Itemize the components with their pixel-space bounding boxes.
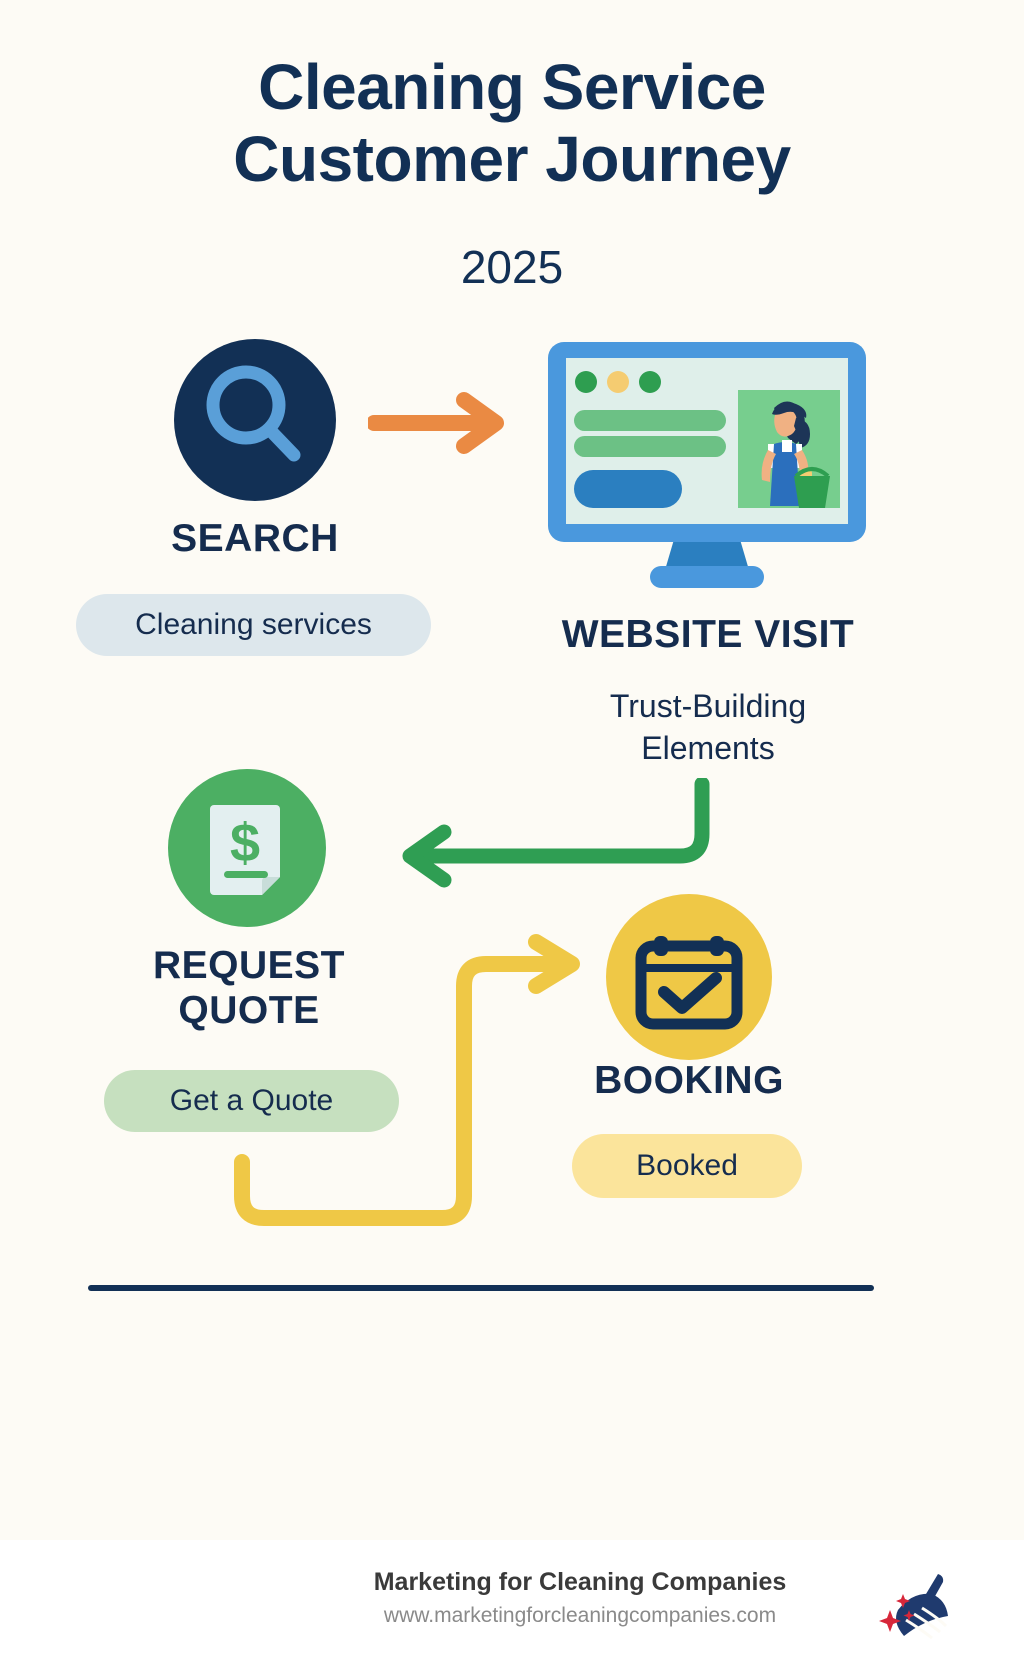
page-title: Cleaning Service Customer Journey — [0, 51, 1024, 195]
year-subtitle: 2025 — [460, 241, 564, 293]
arrow-search-to-website-icon — [368, 392, 504, 454]
brand-name: Marketing for Cleaning Companies — [373, 1568, 787, 1596]
website-visit-subtext: Trust-Building Elements — [520, 686, 896, 769]
footer-content: Marketing for Cleaning Companies www.mar… — [0, 1540, 1024, 1666]
quote-document-icon: $ — [210, 805, 280, 895]
footer-bar: Marketing for Cleaning Companies www.mar… — [0, 1540, 1024, 1666]
monitor-icon — [548, 342, 866, 588]
poster-background — [0, 0, 1024, 1540]
website-visit-subtext-line-2: Elements — [641, 729, 775, 766]
search-keyword-pill: Cleaning services — [76, 594, 431, 656]
get-a-quote-pill: Get a Quote — [104, 1070, 399, 1132]
quote-label-line-1: REQUEST — [152, 944, 346, 987]
magnifier-icon — [206, 365, 301, 462]
arrow-website-to-quote-icon — [402, 778, 710, 888]
broom-sparkle-logo — [879, 1574, 948, 1640]
svg-text:$: $ — [230, 813, 260, 873]
website-visit-subtext-line-1: Trust-Building — [609, 688, 807, 724]
brand-url[interactable]: www.marketingforcleaningcompanies.com — [383, 1604, 777, 1627]
step-label-booking: BOOKING — [594, 1059, 784, 1102]
search-icon-circle — [174, 339, 336, 501]
booked-pill: Booked — [572, 1134, 802, 1198]
step-label-website-visit: WEBSITE VISIT — [561, 613, 855, 656]
search-keyword-text: Cleaning services — [135, 608, 372, 641]
arrow-quote-to-booking-icon — [234, 934, 580, 1226]
booking-icon-circle — [606, 894, 772, 1060]
booked-text: Booked — [636, 1149, 738, 1182]
step-label-search: SEARCH — [171, 517, 339, 560]
title-line-1: Cleaning Service — [258, 51, 766, 123]
quote-label-line-2: QUOTE — [178, 988, 320, 1032]
get-a-quote-text: Get a Quote — [169, 1084, 334, 1117]
step-label-request-quote: REQUEST QUOTE — [94, 944, 404, 1034]
calendar-check-icon — [635, 936, 743, 1030]
section-divider — [88, 1285, 874, 1291]
title-line-2: Customer Journey — [233, 122, 791, 195]
